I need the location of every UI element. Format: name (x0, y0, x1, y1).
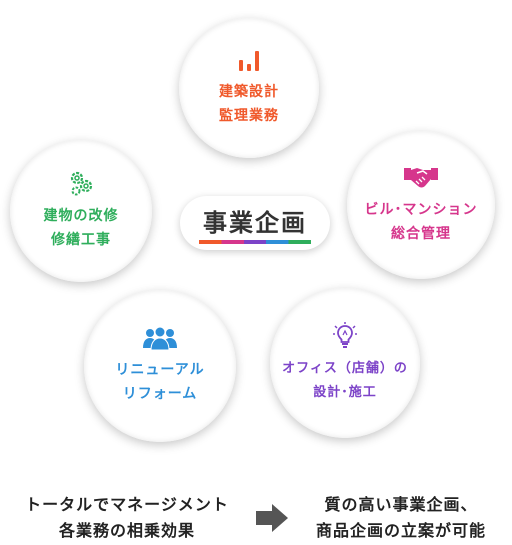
people-icon (140, 326, 180, 354)
node-office-design-line2: 設計･施工 (313, 385, 377, 400)
node-renovation-repair-line1: 建物の改修 (43, 208, 119, 224)
node-renewal-reform-line2: リフォーム (122, 386, 198, 402)
footer-right-line1: 質の高い事業企画、 (324, 495, 478, 514)
right-arrow-icon (254, 502, 290, 538)
node-renewal-reform-line1: リニューアル (115, 362, 205, 378)
gears-icon (68, 170, 94, 200)
handshake-icon (403, 164, 439, 194)
center-title: 事業企画 (203, 208, 307, 237)
node-architectural-design: 建築設計 監理業務 (179, 18, 319, 158)
node-renovation-repair: 建物の改修 修繕工事 (10, 140, 152, 282)
center-color-bar (199, 239, 311, 244)
center-label: 事業企画 (180, 196, 330, 250)
node-building-management-line1: ビル･マンション (364, 202, 478, 218)
node-office-design: オフィス（店舗）の 設計･施工 (270, 288, 420, 438)
bar-chart-icon (236, 48, 262, 76)
footer-right-text: 質の高い事業企画、 商品企画の立案が可能 (296, 492, 506, 544)
node-building-management-line2: 総合管理 (391, 226, 451, 242)
node-architectural-design-line2: 監理業務 (219, 108, 279, 124)
node-building-management: ビル･マンション 総合管理 (347, 131, 495, 279)
node-architectural-design-line1: 建築設計 (219, 84, 279, 100)
node-renovation-repair-line2: 修繕工事 (51, 232, 111, 248)
lightbulb-icon (332, 321, 358, 353)
footer-left-text: トータルでマネージメント 各業務の相乗効果 (8, 492, 246, 544)
footer-right-line2: 商品企画の立案が可能 (315, 521, 486, 540)
node-office-design-line1: オフィス（店舗）の (282, 361, 408, 376)
footer-left-line2: 各業務の相乗効果 (58, 521, 195, 540)
node-renewal-reform: リニューアル リフォーム (84, 290, 236, 442)
footer-left-line1: トータルでマネージメント (25, 495, 229, 514)
